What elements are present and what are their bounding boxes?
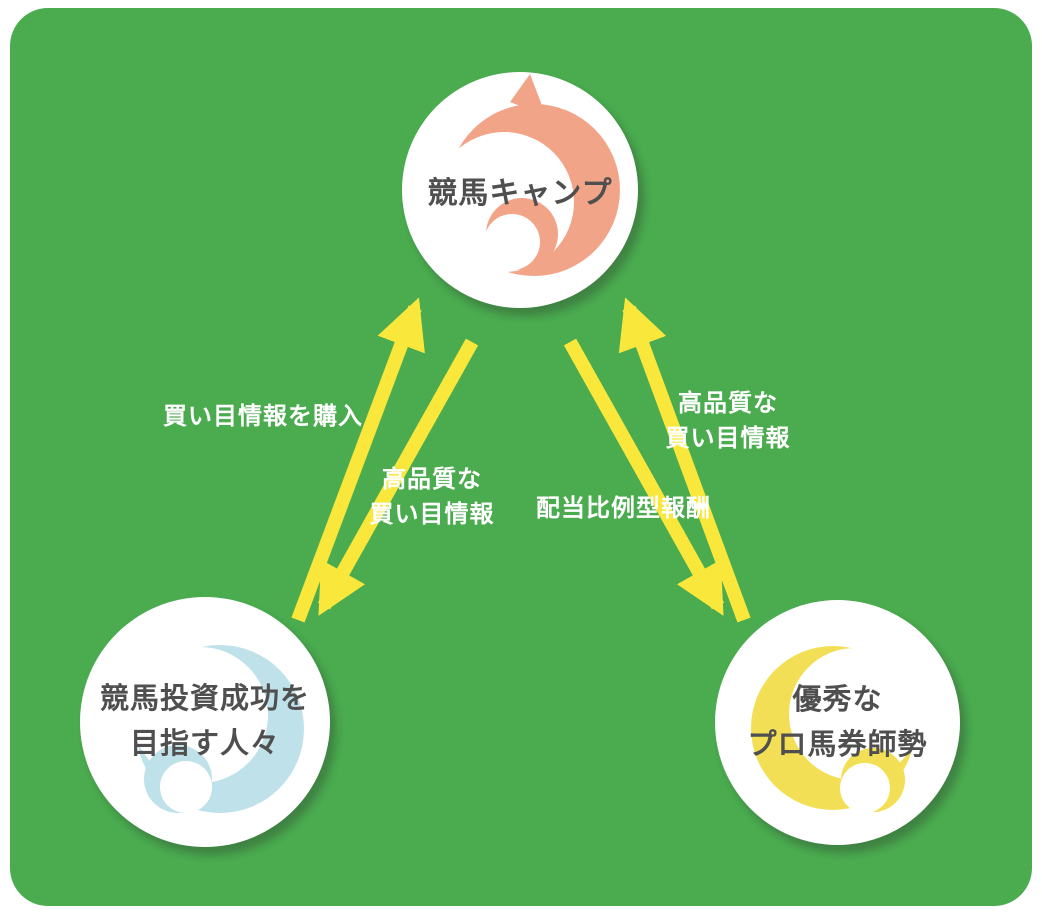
horse-icon bbox=[434, 74, 620, 276]
edge-label-dividend-reward: 配当比例型報酬 bbox=[536, 495, 711, 522]
edge-label-left-quality-info: 高品質な 買い目情報 bbox=[366, 462, 498, 532]
node-investors: 競馬投資成功を 目指す人々 bbox=[80, 597, 330, 847]
edge-label-line: 高品質な bbox=[382, 466, 482, 493]
swirl-icon-yellow bbox=[751, 646, 921, 813]
node-label-line: 優秀な bbox=[792, 683, 883, 716]
node-label: 競馬投資成功を 目指す人々 bbox=[100, 677, 310, 767]
node-label-line: 競馬投資成功を bbox=[99, 683, 310, 715]
node-label-line: 目指す人々 bbox=[129, 728, 280, 760]
node-keiba-camp: 競馬キャンプ bbox=[402, 72, 638, 308]
node-label: 優秀な プロ馬券師勢 bbox=[747, 678, 927, 768]
node-pro-tipsters: 優秀な プロ馬券師勢 bbox=[715, 600, 960, 845]
edge-label-line: 買い目情報 bbox=[369, 501, 495, 528]
edge-label-line: 買い目情報 bbox=[665, 425, 791, 452]
edge-label-line: 高品質な bbox=[678, 390, 778, 417]
edge-label-purchase-info: 買い目情報を購入 bbox=[163, 403, 363, 430]
edge-label-right-quality-info: 高品質な 買い目情報 bbox=[658, 386, 798, 456]
node-label-line: プロ馬券師勢 bbox=[747, 728, 928, 761]
swirl-icon-blue bbox=[132, 645, 304, 813]
node-label: 競馬キャンプ bbox=[427, 177, 613, 210]
